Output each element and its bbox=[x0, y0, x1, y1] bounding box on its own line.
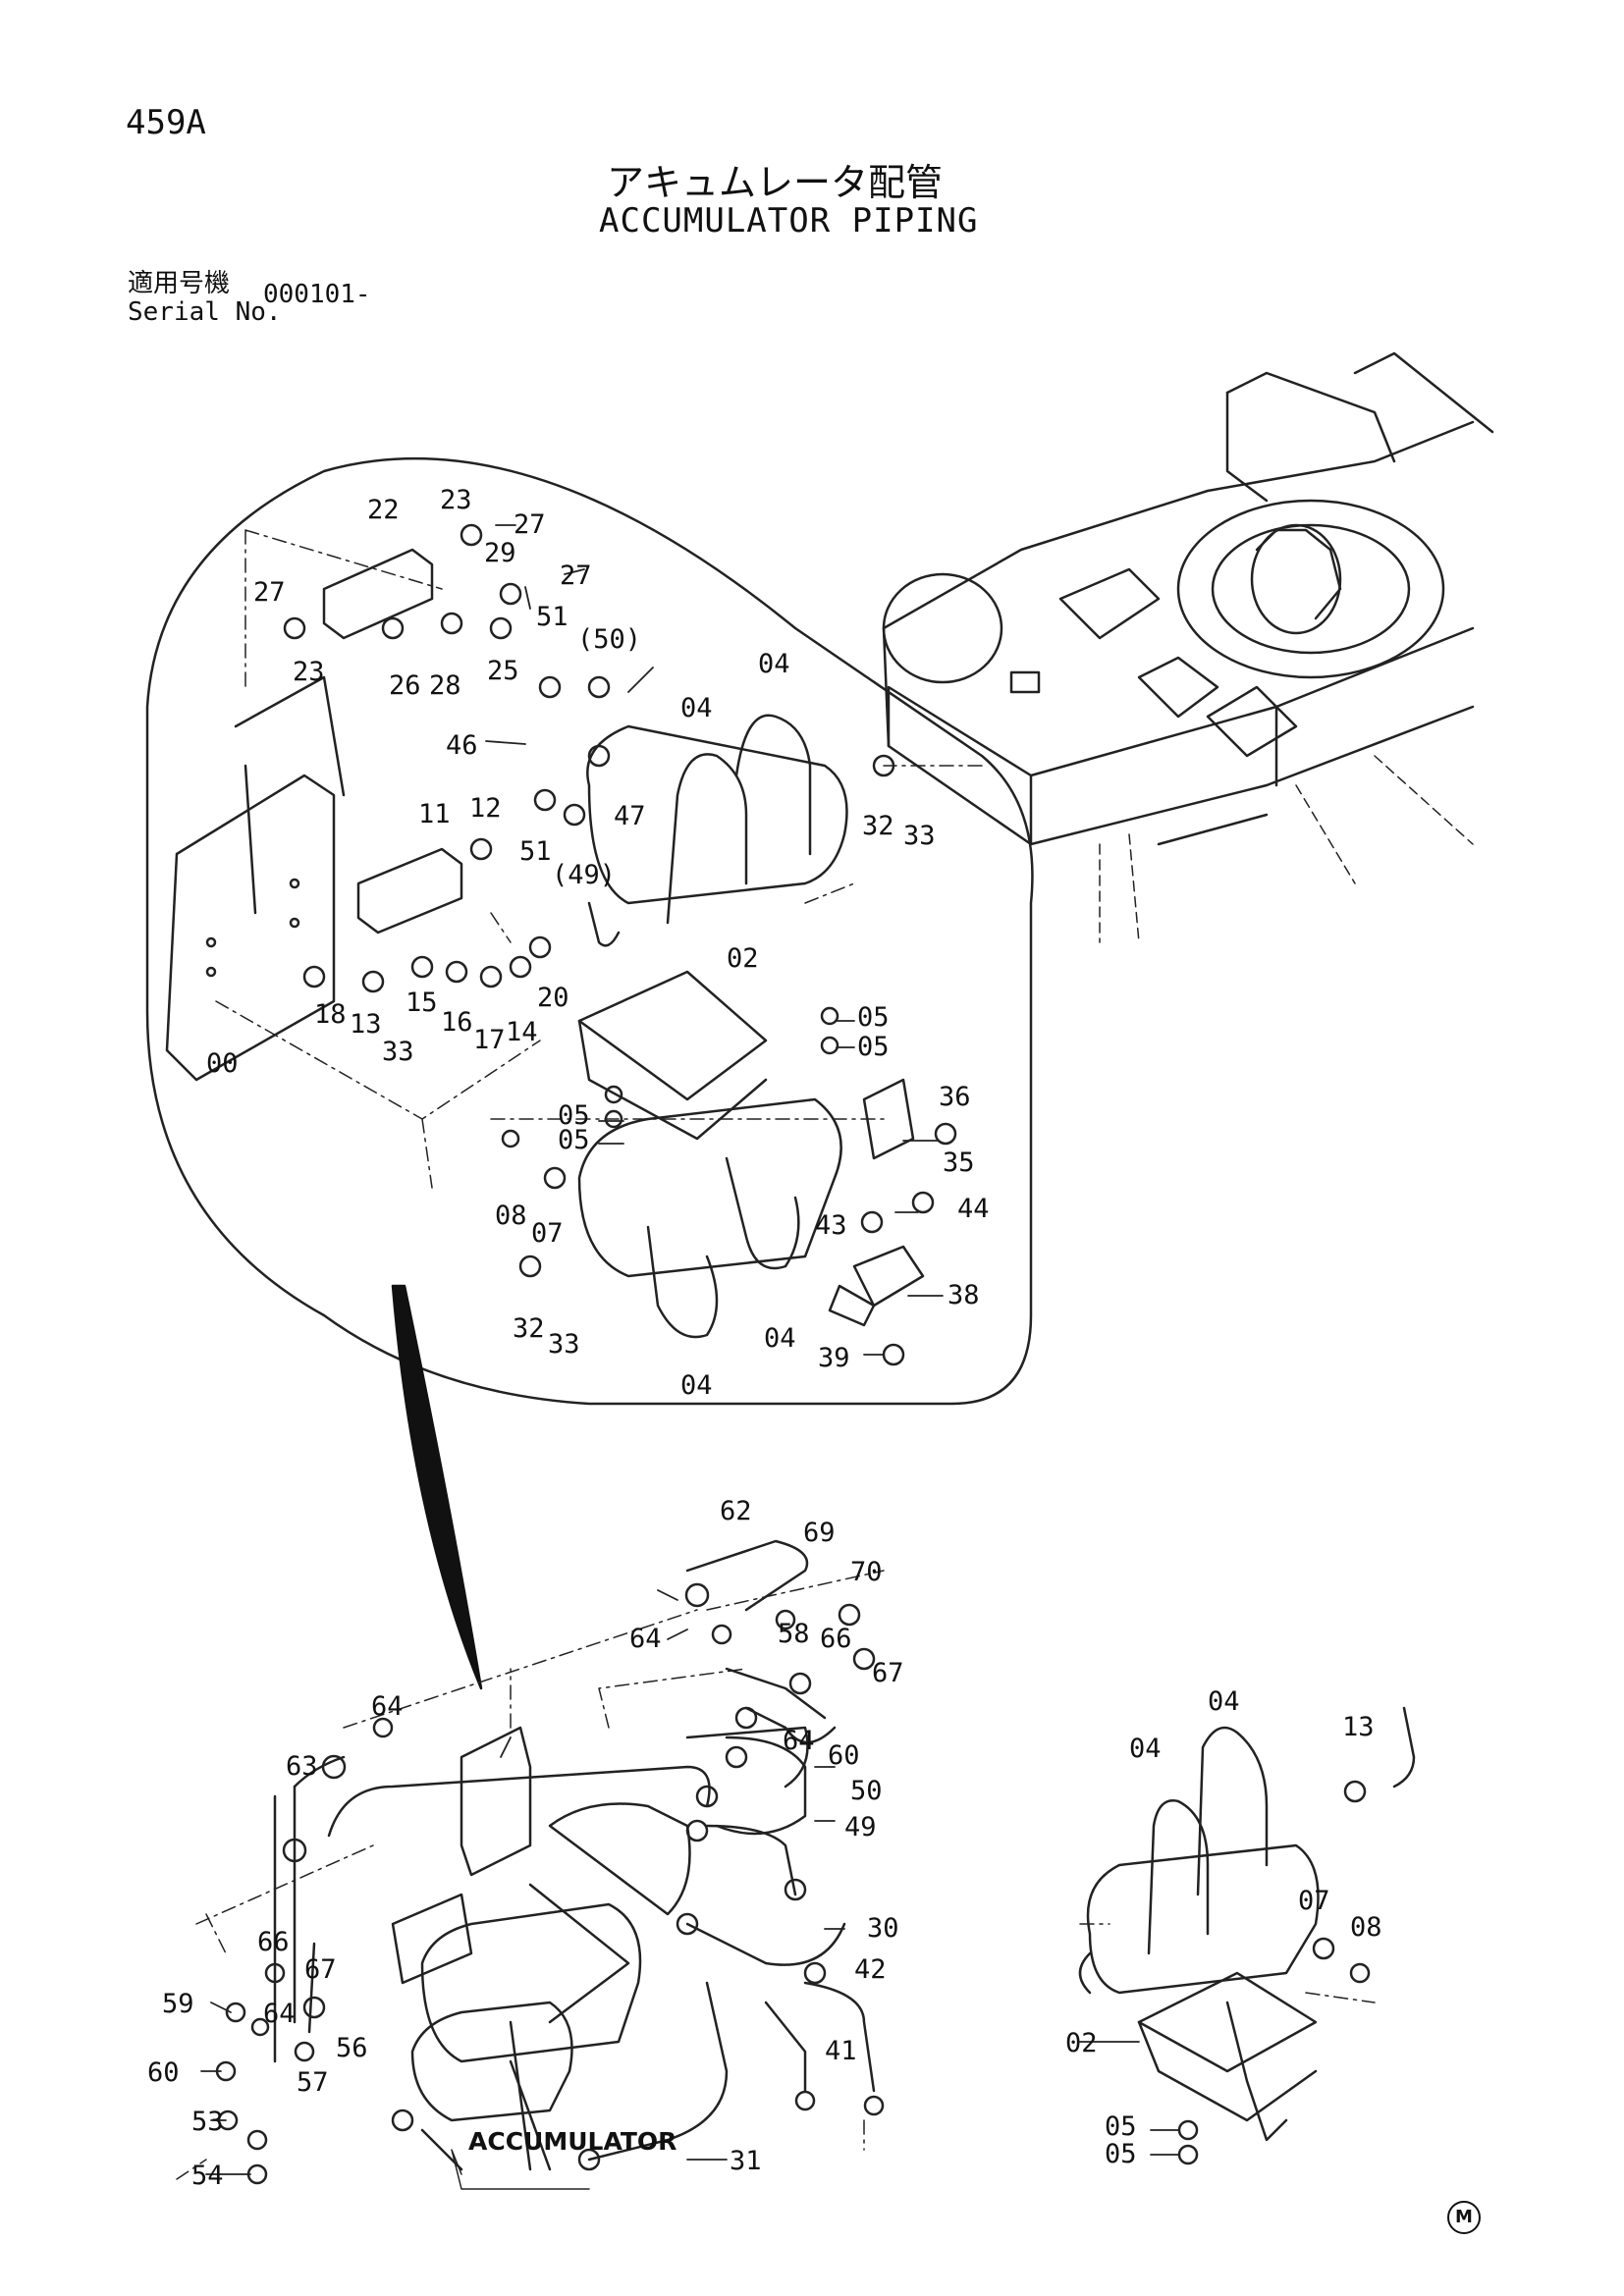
callout-27: 27 bbox=[253, 577, 286, 608]
callout-28: 28 bbox=[429, 670, 461, 701]
detail-leader bbox=[391, 1284, 483, 1690]
callout-49-reference: (49) bbox=[552, 860, 616, 890]
lower-right-inset-parts bbox=[1078, 1706, 1416, 2165]
callout-04: 04 bbox=[758, 649, 790, 679]
callout-30: 30 bbox=[867, 1913, 899, 1944]
callout-27: 27 bbox=[560, 561, 592, 591]
callout-63: 63 bbox=[286, 1751, 318, 1782]
callout-26: 26 bbox=[389, 670, 421, 701]
machine-frame-illustration bbox=[882, 351, 1494, 943]
callout-64: 64 bbox=[783, 1726, 815, 1756]
callout-11: 11 bbox=[418, 799, 451, 829]
callout-53: 53 bbox=[191, 2107, 224, 2137]
callout-33: 33 bbox=[382, 1037, 414, 1067]
callout-60: 60 bbox=[147, 2057, 180, 2088]
callout-43: 43 bbox=[815, 1210, 847, 1241]
callout-labels: 22 23 27 29 27 27 23 26 28 25 51 (50) 04… bbox=[147, 485, 1382, 2191]
callout-64: 64 bbox=[371, 1691, 404, 1722]
callout-50: 50 bbox=[850, 1776, 883, 1806]
callout-69: 69 bbox=[803, 1518, 836, 1548]
callout-29: 29 bbox=[484, 538, 516, 568]
callout-13: 13 bbox=[350, 1009, 382, 1040]
callout-05: 05 bbox=[857, 1032, 890, 1062]
callout-05: 05 bbox=[558, 1100, 590, 1131]
callout-64: 64 bbox=[263, 1999, 296, 2029]
callout-51: 51 bbox=[519, 836, 552, 867]
callout-08: 08 bbox=[1350, 1912, 1382, 1943]
callout-32: 32 bbox=[513, 1313, 545, 1344]
callout-56: 56 bbox=[336, 2033, 368, 2063]
callout-20: 20 bbox=[537, 983, 569, 1013]
callout-41: 41 bbox=[825, 2036, 857, 2066]
callout-04: 04 bbox=[1208, 1686, 1240, 1717]
callout-05: 05 bbox=[1105, 2139, 1137, 2169]
callout-23: 23 bbox=[293, 657, 325, 687]
callout-58: 58 bbox=[778, 1619, 810, 1649]
callout-57: 57 bbox=[297, 2067, 329, 2098]
callout-15: 15 bbox=[406, 988, 438, 1018]
manufacturer-mark: M bbox=[1447, 2201, 1481, 2234]
callout-62: 62 bbox=[720, 1496, 752, 1526]
callout-32: 32 bbox=[862, 811, 894, 841]
callout-47: 47 bbox=[614, 801, 646, 831]
lower-assembly-parts bbox=[176, 1539, 885, 2190]
callout-42: 42 bbox=[854, 1954, 887, 1985]
callout-07: 07 bbox=[531, 1218, 564, 1249]
callout-23: 23 bbox=[440, 485, 472, 515]
page-number: 459A bbox=[126, 103, 206, 142]
serial-number-range: 000101- bbox=[263, 280, 371, 309]
callout-leaders bbox=[200, 524, 1179, 2175]
callout-05: 05 bbox=[1105, 2111, 1137, 2142]
callout-14: 14 bbox=[506, 1017, 538, 1047]
callout-27: 27 bbox=[514, 509, 546, 540]
callout-25: 25 bbox=[487, 656, 519, 686]
serial-label-english: Serial No. bbox=[128, 297, 282, 327]
callout-05: 05 bbox=[558, 1125, 590, 1155]
page-title-english: ACCUMULATOR PIPING bbox=[599, 201, 979, 240]
callout-67: 67 bbox=[872, 1658, 904, 1688]
callout-05: 05 bbox=[857, 1002, 890, 1033]
accumulator-label: ACCUMULATOR bbox=[468, 2127, 677, 2156]
callout-04: 04 bbox=[1129, 1734, 1162, 1764]
callout-02: 02 bbox=[727, 943, 759, 974]
callout-60: 60 bbox=[828, 1740, 860, 1771]
callout-16: 16 bbox=[441, 1007, 473, 1038]
callout-04: 04 bbox=[764, 1323, 796, 1354]
detail-callout-outline bbox=[145, 456, 1034, 1406]
upper-detail-parts bbox=[165, 523, 983, 1366]
callout-64: 64 bbox=[629, 1624, 662, 1654]
callout-17: 17 bbox=[473, 1025, 506, 1055]
callout-33: 33 bbox=[548, 1329, 580, 1360]
callout-18: 18 bbox=[314, 999, 347, 1030]
serial-label-japanese: 適用号機 bbox=[128, 269, 231, 298]
callout-04: 04 bbox=[680, 1370, 713, 1401]
callout-46: 46 bbox=[446, 730, 478, 761]
callout-67: 67 bbox=[304, 1954, 337, 1985]
callout-12: 12 bbox=[469, 793, 502, 824]
callout-33: 33 bbox=[903, 821, 936, 851]
callout-07: 07 bbox=[1298, 1886, 1330, 1916]
callout-54: 54 bbox=[191, 2161, 224, 2191]
callout-59: 59 bbox=[162, 1989, 194, 2019]
callout-00: 00 bbox=[206, 1048, 239, 1079]
callout-08: 08 bbox=[495, 1201, 527, 1231]
callout-02: 02 bbox=[1065, 2028, 1098, 2058]
callout-70: 70 bbox=[850, 1557, 883, 1587]
callout-50-reference: (50) bbox=[577, 624, 641, 655]
callout-49: 49 bbox=[844, 1812, 877, 1842]
callout-66: 66 bbox=[820, 1624, 852, 1654]
callout-31: 31 bbox=[730, 2146, 762, 2176]
callout-22: 22 bbox=[367, 495, 400, 525]
callout-66: 66 bbox=[257, 1927, 290, 1957]
callout-36: 36 bbox=[939, 1082, 971, 1112]
callout-04: 04 bbox=[680, 693, 713, 723]
callout-13: 13 bbox=[1342, 1712, 1375, 1742]
callout-39: 39 bbox=[818, 1343, 850, 1373]
callout-51: 51 bbox=[536, 602, 568, 632]
page-title-japanese: アキュムレータ配管 bbox=[607, 161, 944, 204]
callout-44: 44 bbox=[957, 1194, 990, 1224]
callout-38: 38 bbox=[947, 1280, 980, 1310]
callout-35: 35 bbox=[943, 1148, 975, 1178]
